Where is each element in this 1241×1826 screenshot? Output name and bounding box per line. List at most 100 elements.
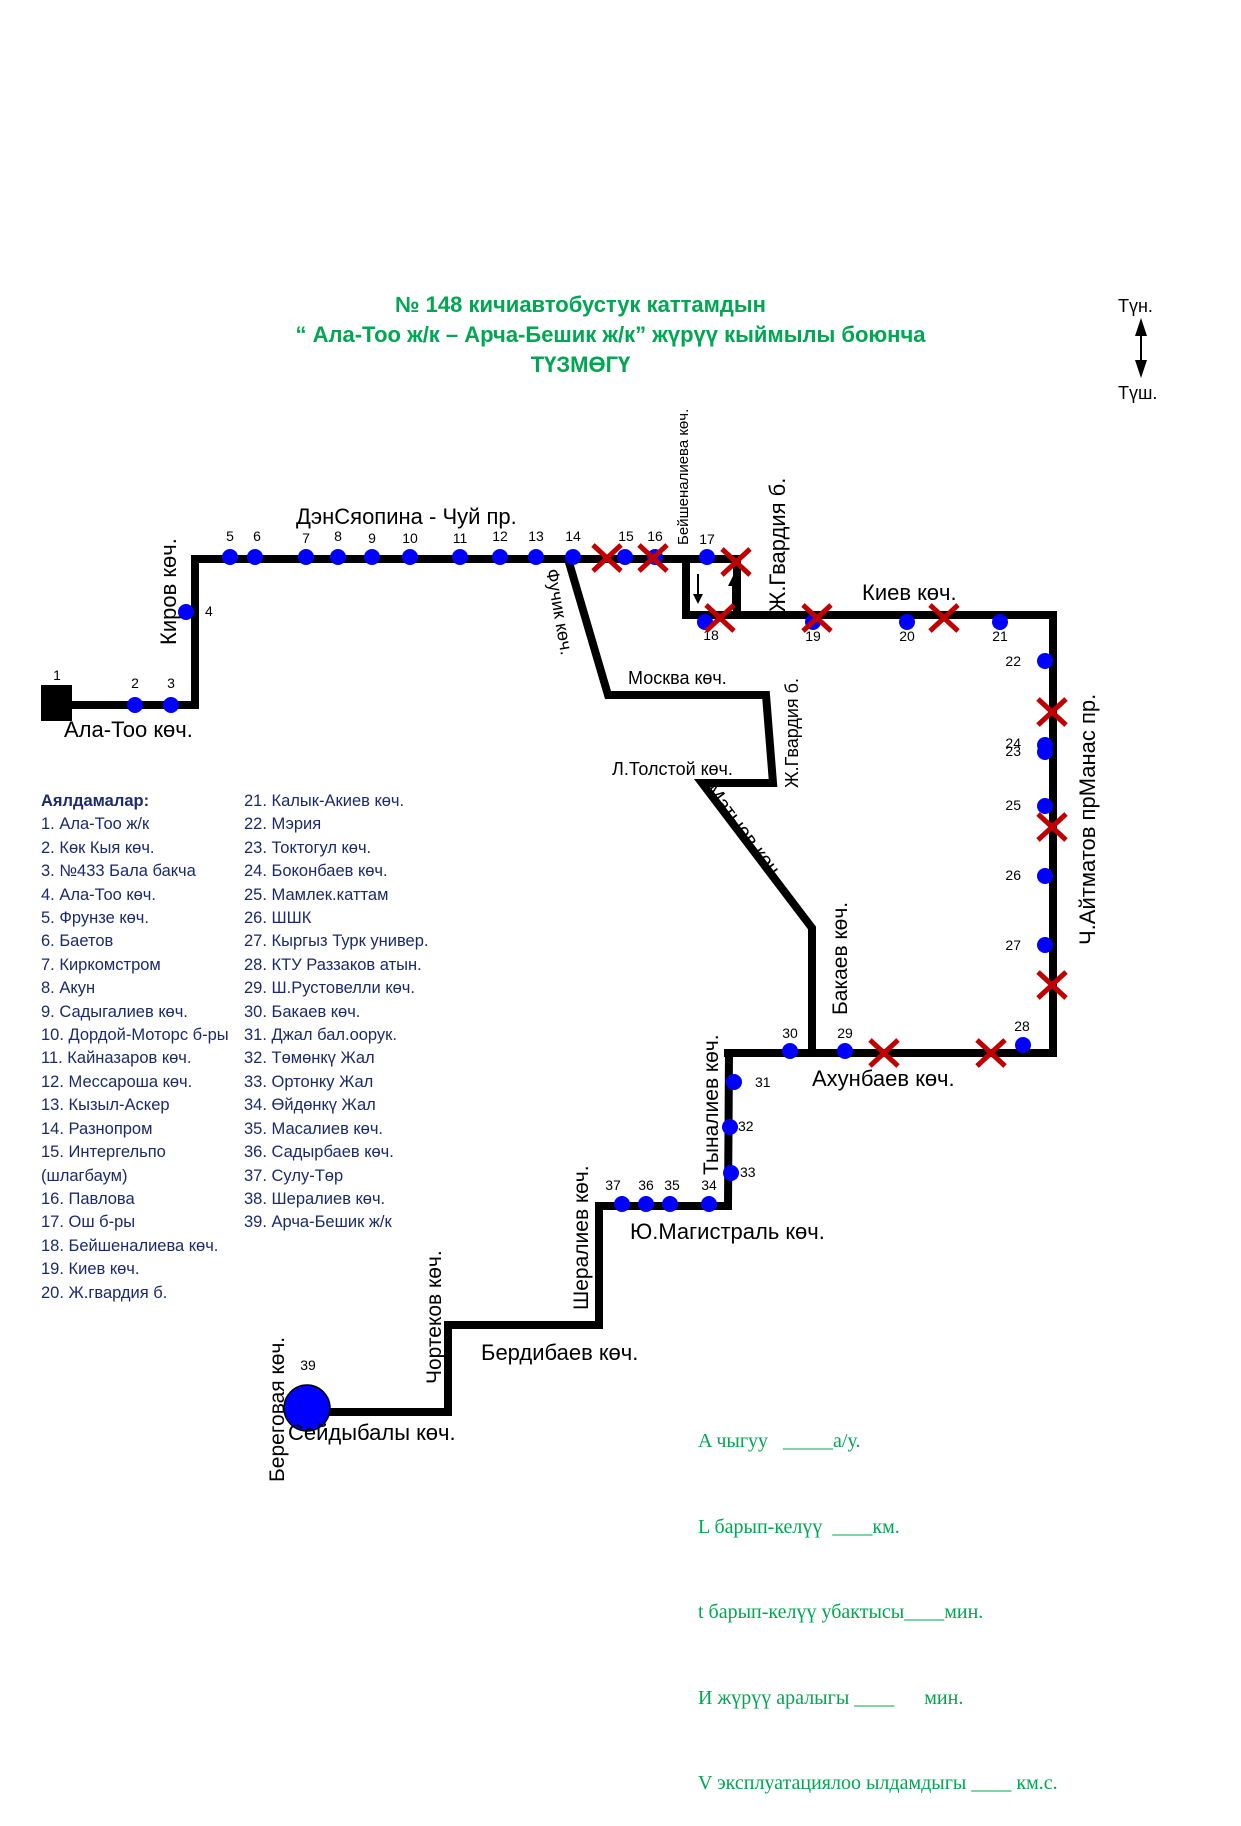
- closed-stop-x-icon: [928, 603, 960, 633]
- legend-item: 30. Бакаев көч.: [244, 1002, 361, 1021]
- stop-22-dot-icon[interactable]: [1037, 653, 1053, 669]
- stop-34-dot-icon[interactable]: [701, 1196, 717, 1212]
- stop-29-dot-icon[interactable]: [837, 1043, 853, 1059]
- param-t: t барып-келүү убактысы____мин.: [698, 1601, 984, 1623]
- legend-item: 14. Разнопром: [41, 1119, 153, 1138]
- stop-4-dot-icon[interactable]: [178, 604, 194, 620]
- stop-9-dot-icon[interactable]: [364, 549, 380, 565]
- param-v: V эксплуатациялоо ылдамдыгы ____ км.с.: [698, 1772, 1058, 1794]
- closed-stop-x-icon: [801, 603, 833, 633]
- legend-item: 27. Кыргыз Турк универ.: [244, 932, 429, 951]
- stop-number-label: 10: [402, 530, 418, 546]
- stop-25-dot-icon[interactable]: [1037, 798, 1053, 814]
- street-label-jgvardiya-top: Ж.Гвардия б.: [765, 478, 790, 612]
- stop-number-label: 9: [368, 530, 376, 546]
- direction-arrow-up-icon: [728, 576, 738, 606]
- stop-17-dot-icon[interactable]: [699, 549, 715, 565]
- stop-26-dot-icon[interactable]: [1037, 868, 1053, 884]
- stop-number-label: 27: [1005, 937, 1021, 953]
- stop-12-dot-icon[interactable]: [492, 549, 508, 565]
- street-label-bakaev: Бакаев көч.: [829, 902, 852, 1015]
- stop-number-label: 21: [992, 628, 1008, 644]
- legend-item: 9. Садыгалиев көч.: [41, 1002, 188, 1021]
- stop-number-label: 22: [1005, 653, 1021, 669]
- stop-2-dot-icon[interactable]: [127, 697, 143, 713]
- street-label-tynaliev: Тыналиев көч.: [700, 1034, 723, 1175]
- closed-stop-x-icon: [720, 547, 752, 577]
- stop-24-dot-icon[interactable]: [1037, 737, 1053, 753]
- legend-item: 23. Токтогул көч.: [244, 838, 372, 857]
- stop-30-dot-icon[interactable]: [782, 1043, 798, 1059]
- stop-number-label: 34: [701, 1177, 717, 1193]
- stop-32-dot-icon[interactable]: [722, 1119, 738, 1135]
- stop-13-dot-icon[interactable]: [528, 549, 544, 565]
- legend-heading: Аялдамалар:: [41, 792, 150, 810]
- stop-7-dot-icon[interactable]: [298, 549, 314, 565]
- legend-item: 24. Боконбаев көч.: [244, 862, 388, 881]
- legend-item: 2. Көк Кыя көч.: [41, 838, 155, 857]
- closed-stop-x-icon: [637, 543, 669, 573]
- stop-number-label: 20: [899, 628, 915, 644]
- legend-item: 34. Өйдөнкү Жал: [244, 1096, 376, 1115]
- legend-item: 39. Арча-Бешик ж/к: [244, 1213, 392, 1232]
- legend-item: 31. Джал бал.оорук.: [244, 1026, 397, 1045]
- closed-stop-x-icon: [975, 1038, 1007, 1068]
- terminal-end-icon[interactable]: [283, 1384, 331, 1432]
- stop-number-label: 28: [1014, 1018, 1030, 1034]
- stop-number-label: 16: [647, 528, 663, 544]
- stop-33-dot-icon[interactable]: [723, 1165, 739, 1181]
- legend-item: 29. Ш.Рустовелли көч.: [244, 979, 415, 998]
- stop-6-dot-icon[interactable]: [247, 549, 263, 565]
- street-label-seydybaly: Сейдыбалы көч.: [288, 1420, 456, 1445]
- stop-15-dot-icon[interactable]: [617, 549, 633, 565]
- param-i: И жүрүү аралыгы ____ мин.: [698, 1686, 964, 1709]
- legend-item: 11. Кайназаров көч.: [41, 1049, 192, 1068]
- terminal-start-icon: [41, 685, 72, 721]
- legend-item: 7. Киркомстром: [41, 955, 161, 974]
- stop-36-dot-icon[interactable]: [638, 1196, 654, 1212]
- street-label-magistral: Ю.Магистраль көч.: [630, 1219, 825, 1244]
- legend-item: 15. Интергельпо: [41, 1143, 166, 1162]
- stop-28-dot-icon[interactable]: [1015, 1037, 1031, 1053]
- stop-number-label: 26: [1005, 867, 1021, 883]
- stop-number-label: 24: [1005, 735, 1021, 751]
- stop-14-dot-icon[interactable]: [565, 549, 581, 565]
- stop-5-dot-icon[interactable]: [222, 549, 238, 565]
- legend-item: 33. Ортонку Жал: [244, 1072, 374, 1091]
- stop-number-label: 39: [300, 1357, 316, 1373]
- stop-number-label: 6: [253, 528, 261, 544]
- street-label-jgvardiya-mid: Ж.Гвардия б.: [782, 678, 802, 788]
- stop-11-dot-icon[interactable]: [452, 549, 468, 565]
- title-line-3: ТҮЗМӨГҮ: [530, 352, 631, 377]
- stop-number-label: 3: [167, 675, 175, 691]
- street-label-berdibaev: Бердибаев көч.: [481, 1340, 638, 1365]
- street-label-sheraliev: Шералиев көч.: [570, 1165, 593, 1310]
- stop-20-dot-icon[interactable]: [899, 614, 915, 630]
- stop-31-dot-icon[interactable]: [726, 1074, 742, 1090]
- stop-21-dot-icon[interactable]: [992, 614, 1008, 630]
- stop-number-label: 8: [334, 528, 342, 544]
- closed-stop-x-icon: [868, 1038, 900, 1068]
- stop-8-dot-icon[interactable]: [330, 549, 346, 565]
- street-label-beregovaya: Береговая көч.: [266, 1337, 289, 1482]
- param-a: A чыгуу _____а/у.: [698, 1430, 861, 1452]
- legend-item: 26. ШШК: [244, 909, 312, 928]
- compass-arrow-icon: [1135, 318, 1147, 378]
- stop-number-label: 25: [1005, 797, 1021, 813]
- street-label-kirov: Киров көч.: [156, 538, 181, 645]
- street-label-matyev: Матыев көч.: [701, 780, 787, 884]
- stop-10-dot-icon[interactable]: [402, 549, 418, 565]
- stop-number-label: 13: [528, 528, 544, 544]
- stop-37-dot-icon[interactable]: [614, 1196, 630, 1212]
- stop-number-label: 23: [1005, 743, 1021, 759]
- stop-number-label: 30: [782, 1025, 798, 1041]
- direction-arrow-down-icon: [693, 574, 703, 604]
- stop-27-dot-icon[interactable]: [1037, 937, 1053, 953]
- stop-35-dot-icon[interactable]: [662, 1196, 678, 1212]
- closed-stop-x-icon: [704, 603, 736, 633]
- legend-item: (шлагбаум): [41, 1166, 128, 1185]
- stop-number-label: 31: [755, 1074, 771, 1090]
- stop-3-dot-icon[interactable]: [163, 697, 179, 713]
- stop-number-label: 11: [453, 530, 468, 546]
